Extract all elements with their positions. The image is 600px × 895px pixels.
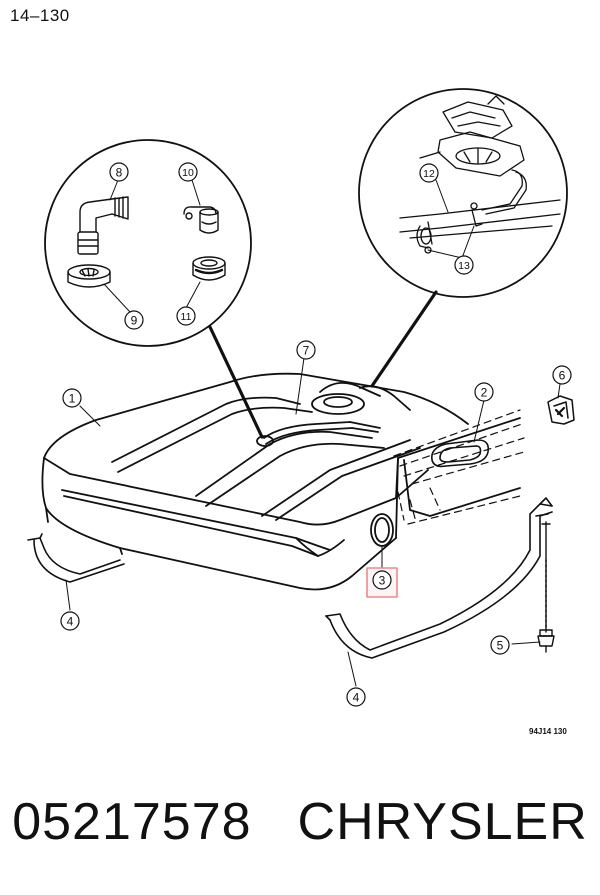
detail-circle-right	[358, 88, 568, 298]
callouts: 1 2 3 4 4 5 6 7 8 9 10 11 12 13	[60, 162, 572, 707]
bolt-5	[537, 521, 555, 653]
plug-3	[370, 513, 394, 547]
page-number: 14–130	[10, 6, 70, 25]
bracket-6	[547, 395, 575, 425]
callout-2: 2	[474, 382, 494, 402]
callout-10: 10	[178, 162, 198, 182]
detail-circle-left	[44, 139, 252, 347]
figure-code: 94J14 130	[529, 727, 567, 736]
callout-8: 8	[109, 162, 129, 182]
part-number: 05217578	[12, 793, 252, 851]
svg-text:1: 1	[69, 392, 76, 406]
svg-text:4: 4	[67, 615, 74, 629]
callout-4-left: 4	[60, 611, 80, 631]
detail-leader-lines	[208, 290, 438, 439]
callout-5: 5	[490, 635, 510, 655]
svg-text:13: 13	[458, 260, 470, 272]
callout-4-right: 4	[346, 687, 366, 707]
grommet-9	[67, 264, 111, 288]
svg-text:9: 9	[131, 314, 138, 328]
svg-text:6: 6	[559, 369, 566, 383]
brand-name: CHRYSLER	[297, 793, 588, 851]
svg-text:3: 3	[379, 574, 386, 588]
callout-1: 1	[62, 388, 82, 408]
callout-7: 7	[296, 340, 316, 360]
part-caption: 05217578 CHRYSLER	[0, 792, 600, 852]
vent-valve-10	[183, 206, 219, 234]
fuel-tank-body	[41, 372, 521, 591]
callout-13: 13	[454, 255, 474, 275]
callout-leaders	[65, 357, 561, 687]
svg-text:7: 7	[303, 344, 310, 358]
pad-2	[430, 439, 490, 468]
callout-12: 12	[419, 163, 439, 183]
strap-right	[325, 497, 553, 659]
callout-9: 9	[124, 310, 144, 330]
callout-11: 11	[176, 306, 196, 326]
svg-text:4: 4	[353, 691, 360, 705]
fitting-elbow	[77, 196, 129, 255]
svg-text:12: 12	[423, 168, 435, 180]
svg-text:2: 2	[481, 386, 488, 400]
callout-3: 3	[372, 570, 392, 590]
strap-left	[27, 533, 125, 583]
svg-text:10: 10	[182, 167, 194, 179]
svg-text:8: 8	[116, 166, 123, 180]
svg-text:11: 11	[181, 311, 192, 323]
grommet-11	[192, 256, 226, 281]
vehicle-outline-dashed	[393, 409, 525, 525]
svg-text:5: 5	[497, 639, 504, 653]
callout-6: 6	[552, 365, 572, 385]
